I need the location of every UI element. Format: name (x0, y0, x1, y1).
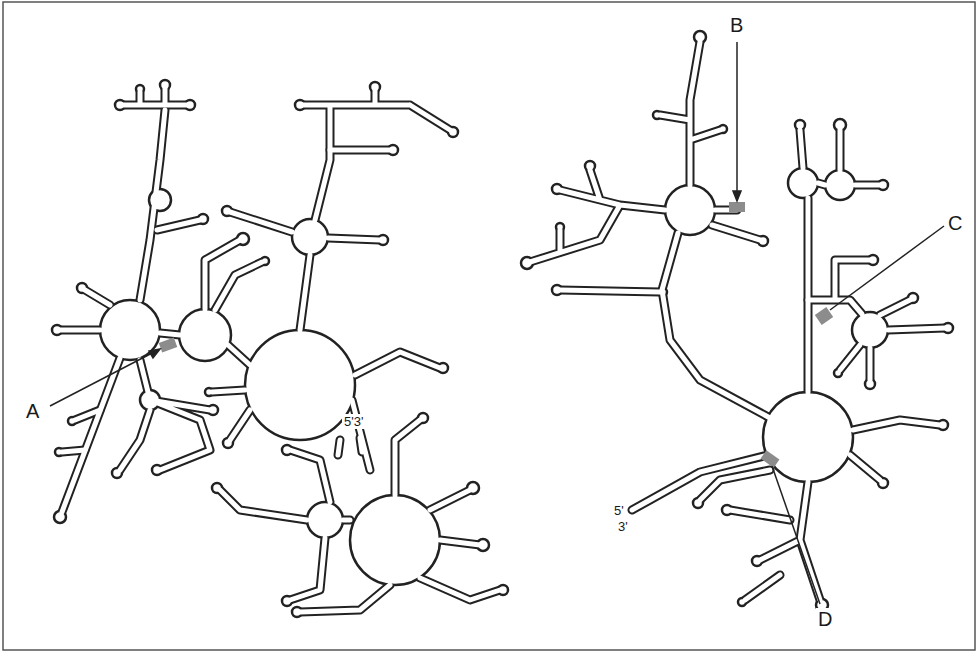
callout-letter: B (728, 14, 745, 36)
strand-end-label: 5' (612, 503, 626, 518)
callout-letter: A (24, 400, 41, 422)
stem-fill (60, 42, 945, 612)
callout-letter: C (946, 212, 964, 234)
site-mark (159, 202, 833, 468)
strand-end-label: 3' (616, 519, 630, 534)
frame (3, 2, 975, 650)
strand-end-label: 5'3' (342, 414, 365, 429)
leader-line (50, 42, 944, 604)
loop-outline (52, 31, 953, 617)
callout-letter: D (816, 608, 834, 630)
